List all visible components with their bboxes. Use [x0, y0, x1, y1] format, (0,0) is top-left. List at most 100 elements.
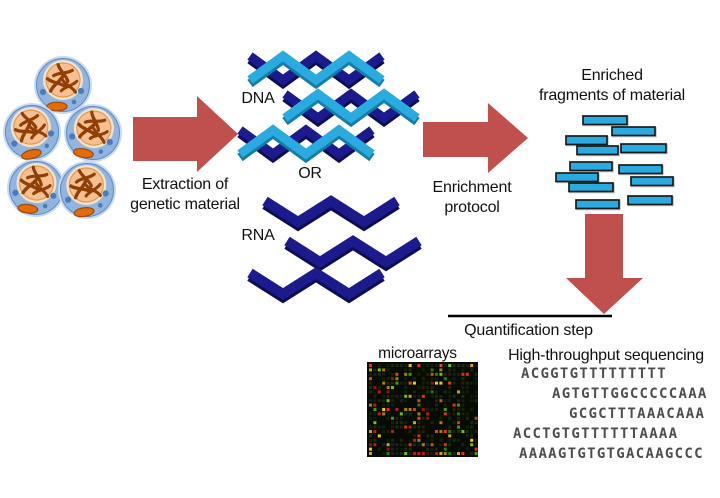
microarray-spot	[391, 377, 394, 381]
microarray-spot	[443, 399, 447, 403]
microarray-spot	[439, 452, 443, 455]
microarray-spot	[373, 368, 377, 372]
microarray-spot	[404, 394, 408, 398]
microarray-spot	[391, 403, 394, 407]
microarray-spot	[395, 425, 399, 429]
microarray-spot	[448, 434, 452, 438]
microarray-spot	[474, 430, 478, 433]
microarray-spot	[369, 386, 372, 389]
microarray-spot	[474, 390, 478, 394]
microarray-spot	[377, 425, 381, 429]
microarray-spot	[408, 372, 412, 376]
microarray-spot	[369, 425, 372, 429]
microarray-spot	[430, 443, 434, 447]
microarray-spot	[448, 381, 452, 385]
microarray-spot	[382, 412, 386, 416]
microarray-spot	[430, 364, 434, 367]
microarray-spot	[382, 368, 386, 372]
dna-fragment	[627, 195, 673, 206]
microarray-spot	[373, 394, 377, 398]
microarray-spot	[386, 394, 390, 398]
microarray-spot	[426, 452, 430, 455]
microarray-spot	[391, 443, 394, 447]
dna-fragment	[569, 161, 613, 172]
microarray-spot	[461, 412, 465, 416]
microarray-spot	[373, 416, 377, 420]
microarray-spot	[369, 430, 372, 433]
microarray-spot	[373, 430, 377, 433]
microarray-spot	[452, 412, 456, 416]
microarray-spot	[421, 394, 425, 398]
microarray-spot	[426, 443, 430, 447]
microarray-spot	[404, 364, 408, 367]
strand-segment	[284, 235, 422, 268]
microarray-spot	[465, 447, 469, 451]
microarray-spot	[391, 425, 394, 429]
strand-segment	[237, 124, 375, 160]
microarray-spot	[448, 390, 452, 394]
microarray-spot	[426, 372, 430, 376]
microarray-spot	[377, 447, 381, 451]
microarray-spot	[443, 372, 447, 376]
microarray-spot	[470, 399, 474, 403]
rna-single-strand-icon	[247, 195, 422, 304]
microarrays-label: microarrays	[378, 345, 457, 362]
microarray-spot	[426, 408, 430, 411]
microarray-spot	[399, 443, 403, 447]
microarray-spot	[443, 390, 447, 394]
dna-label: DNA	[241, 90, 275, 107]
microarray-spot	[382, 399, 386, 403]
microarray-spot	[404, 377, 408, 381]
enriched-fragments-label-line2: fragments of material	[538, 87, 686, 104]
microarray-spot	[465, 386, 469, 389]
microarray-spot	[391, 364, 394, 367]
microarray-spot	[421, 452, 425, 455]
microarray-spot	[474, 438, 478, 442]
microarray-spot	[430, 421, 434, 425]
microarray-spot	[417, 430, 421, 433]
microarray-spot	[386, 408, 390, 411]
microarray-spot	[435, 381, 438, 385]
microarray-spot	[461, 430, 465, 433]
microarray-spot	[377, 390, 381, 394]
dna-fragment	[630, 176, 674, 187]
microarray-spot	[461, 443, 465, 447]
microarray-spot	[443, 412, 447, 416]
sequence-read: AAAAGTGTGTGACAAGCCC	[519, 446, 704, 462]
microarray-spot	[435, 403, 438, 407]
microarray-spot	[448, 452, 452, 455]
microarray-spot	[395, 377, 399, 381]
microarray-spot	[382, 452, 386, 455]
microarray-spot	[373, 412, 377, 416]
microarray-spot	[430, 438, 434, 442]
microarray-spot	[413, 390, 416, 394]
dna-fragment	[620, 143, 667, 154]
microarray-spot	[399, 438, 403, 442]
microarray-spot	[382, 403, 386, 407]
microarray-image	[367, 362, 478, 457]
microarray-spot	[391, 447, 394, 451]
microarray-spot	[470, 394, 474, 398]
enrichment-label-line2: protocol	[444, 199, 500, 216]
microarray-spot	[395, 447, 399, 451]
microarray-spot	[391, 399, 394, 403]
microarray-spot	[448, 394, 452, 398]
sequence-read: ACCTGTGTTTTTTAAAA	[513, 426, 679, 442]
microarray-spot	[391, 421, 394, 425]
microarray-spot	[421, 425, 425, 429]
extraction-label: Extraction of genetic material	[100, 175, 270, 215]
dna-fragment	[568, 182, 614, 193]
microarray-spot	[430, 452, 434, 455]
strand-segment	[282, 88, 420, 124]
microarray-spot	[386, 443, 390, 447]
microarray-spot	[435, 430, 438, 433]
microarray-spot	[439, 368, 443, 372]
microarray-spot	[413, 443, 416, 447]
microarray-spot	[457, 399, 460, 403]
microarray-spot	[426, 381, 430, 385]
microarray-spot	[395, 421, 399, 425]
microarray-spot	[408, 430, 412, 433]
microarray-spot	[435, 390, 438, 394]
microarray-spot	[386, 447, 390, 451]
